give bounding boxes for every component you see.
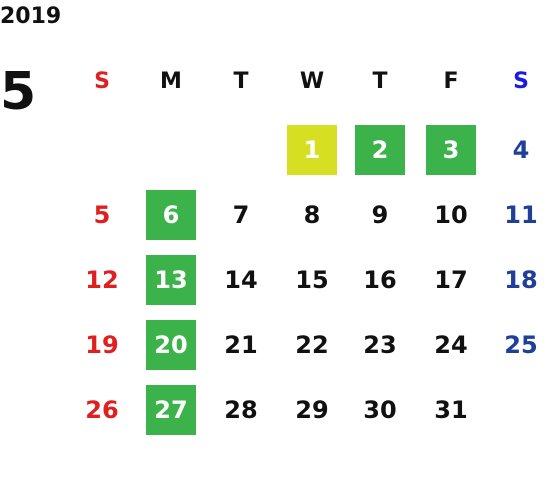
calendar-day-13[interactable]: 13 xyxy=(146,255,196,305)
calendar-day-9[interactable]: 9 xyxy=(371,201,389,229)
calendar-day-20[interactable]: 20 xyxy=(146,320,196,370)
calendar-day-11[interactable]: 11 xyxy=(504,201,538,229)
calendar-day-1[interactable]: 1 xyxy=(287,125,337,175)
weekday-header-monday: M xyxy=(160,69,182,94)
calendar-day-10[interactable]: 10 xyxy=(434,201,468,229)
calendar-day-28[interactable]: 28 xyxy=(224,396,258,424)
calendar-day-2[interactable]: 2 xyxy=(355,125,405,175)
calendar-day-12[interactable]: 12 xyxy=(85,266,119,294)
calendar-day-8[interactable]: 8 xyxy=(303,201,321,229)
calendar-day-4[interactable]: 4 xyxy=(512,136,530,164)
weekday-header-saturday: S xyxy=(513,69,529,94)
weekday-header-tuesday: T xyxy=(233,69,249,94)
calendar-day-25[interactable]: 25 xyxy=(504,331,538,359)
calendar-day-19[interactable]: 19 xyxy=(85,331,119,359)
calendar-day-7[interactable]: 7 xyxy=(232,201,250,229)
calendar-day-5[interactable]: 5 xyxy=(93,201,111,229)
weekday-header-friday: F xyxy=(443,69,459,94)
calendar-day-26[interactable]: 26 xyxy=(85,396,119,424)
calendar-day-31[interactable]: 31 xyxy=(434,396,468,424)
calendar-day-14[interactable]: 14 xyxy=(224,266,258,294)
weekday-header-thursday: T xyxy=(372,69,388,94)
calendar-day-17[interactable]: 17 xyxy=(434,266,468,294)
calendar-day-27[interactable]: 27 xyxy=(146,385,196,435)
calendar-day-16[interactable]: 16 xyxy=(363,266,397,294)
calendar-day-24[interactable]: 24 xyxy=(434,331,468,359)
calendar-day-29[interactable]: 29 xyxy=(295,396,329,424)
calendar-day-30[interactable]: 30 xyxy=(363,396,397,424)
year-label: 2019 xyxy=(0,4,62,29)
calendar-day-18[interactable]: 18 xyxy=(504,266,538,294)
month-label: 5 xyxy=(0,62,37,122)
weekday-header-sunday: S xyxy=(94,69,110,94)
calendar-day-6[interactable]: 6 xyxy=(146,190,196,240)
calendar-day-21[interactable]: 21 xyxy=(224,331,258,359)
calendar-day-3[interactable]: 3 xyxy=(426,125,476,175)
calendar-day-15[interactable]: 15 xyxy=(295,266,329,294)
calendar-day-22[interactable]: 22 xyxy=(295,331,329,359)
calendar-day-23[interactable]: 23 xyxy=(363,331,397,359)
weekday-header-wednesday: W xyxy=(299,69,325,94)
